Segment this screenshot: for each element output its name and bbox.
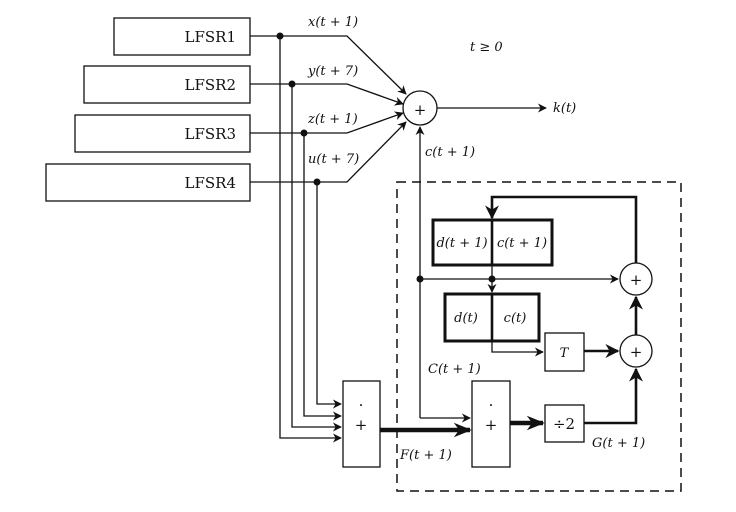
z-label: z(t + 1) [307,112,358,127]
lfsr4-box: LFSR4 [45,163,251,202]
svg-text:+: + [355,416,368,434]
svg-text:c(t): c(t) [504,311,527,326]
g-label: G(t + 1) [592,436,645,451]
xor-lower: + [619,334,653,368]
lfsr2-label: LFSR2 [185,76,236,94]
lfsr3-label: LFSR3 [185,125,236,143]
svg-text:+: + [414,101,427,119]
svg-text:c(t + 1): c(t + 1) [497,236,547,251]
f-label: F(t + 1) [399,448,452,463]
condition-label: t ≥ 0 [470,40,503,55]
y-label: y(t + 7) [307,64,358,79]
lfsr1-label: LFSR1 [185,28,236,46]
integer-adder-2: · + [471,380,511,468]
keystream-label: k(t) [553,101,576,116]
integer-adder-1: · + [342,380,381,468]
svg-text:·: · [359,396,364,414]
svg-text:+: + [630,343,643,361]
svg-text:d(t): d(t) [454,311,478,326]
x-label: x(t + 1) [308,15,358,30]
u-label: u(t + 7) [308,152,359,167]
svg-text:·: · [489,396,494,414]
carry-label: c(t + 1) [425,145,475,160]
xor-upper: + [619,262,653,296]
t-box: T [544,332,585,372]
c-sum-label: C(t + 1) [428,362,481,377]
svg-text:d(t + 1): d(t + 1) [436,236,487,251]
combiner-memory-region [396,181,682,492]
svg-text:÷2: ÷2 [553,415,575,433]
lfsr2-box: LFSR2 [83,65,251,104]
lfsr1-box: LFSR1 [113,17,251,56]
svg-text:T: T [560,346,570,361]
lfsr3-box: LFSR3 [74,114,251,153]
input-wires [250,32,407,443]
divide-by-two-box: ÷2 [544,404,585,443]
lfsr4-label: LFSR4 [185,174,236,192]
svg-text:+: + [630,271,643,289]
main-xor: + [402,90,438,126]
svg-text:+: + [485,416,498,434]
